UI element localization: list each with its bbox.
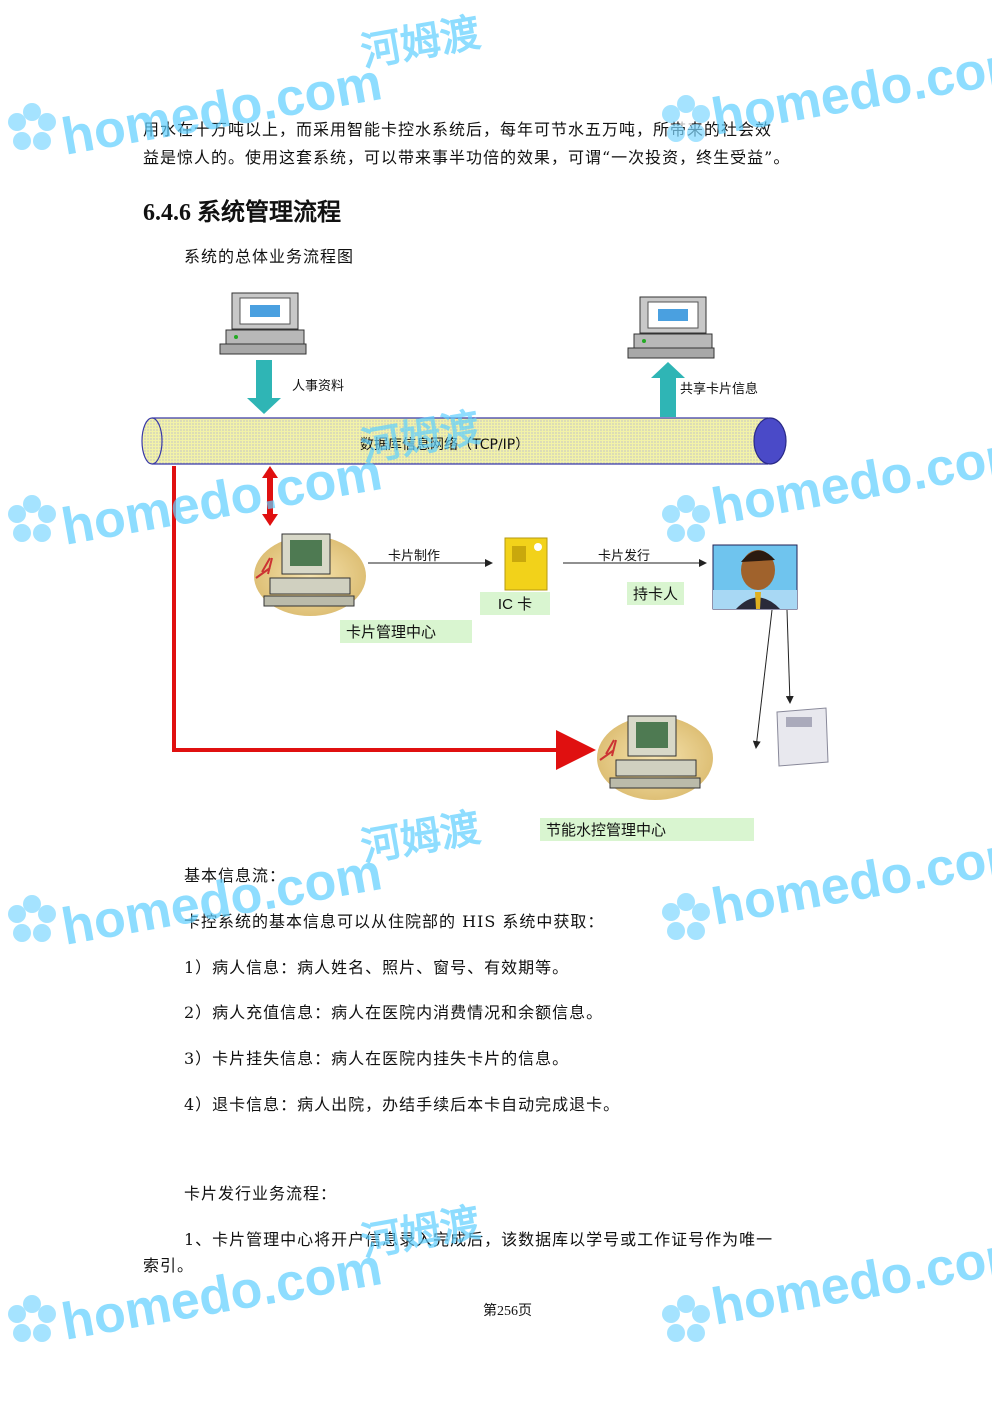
flow-diagram — [141, 292, 829, 800]
share-info-label: 共享卡片信息 — [680, 382, 759, 397]
hr-data-arrow — [247, 360, 281, 414]
flower-icon — [8, 1295, 56, 1342]
info-flow-item: 4）退卡信息：病人出院，办结手续后本卡自动完成退卡。 — [184, 1095, 621, 1114]
share-info-arrow — [651, 362, 685, 417]
water-center-label: 节能水控管理中心 — [540, 818, 754, 841]
network-label: 数据库信息网络（TCP/IP） — [360, 437, 530, 453]
info-flow-title: 基本信息流： — [184, 866, 287, 885]
info-flow-item: 2）病人充值信息：病人在医院内消费情况和余额信息。 — [184, 1003, 604, 1022]
ic-card-icon — [504, 537, 548, 591]
card-issue-label: 卡片发行 — [598, 549, 651, 564]
section-heading: 6.4.6 系统管理流程 — [143, 200, 341, 226]
flower-icon — [662, 893, 710, 940]
water-center-link — [172, 466, 596, 770]
ic-card-label: IC 卡 — [480, 592, 550, 615]
network-tube — [141, 417, 787, 465]
card-holder-label: 持卡人 — [627, 582, 685, 605]
issue-flow-step1-cont: 索引。 — [143, 1256, 195, 1275]
hr-data-label: 人事资料 — [292, 379, 345, 394]
issue-flow-step1: 1、卡片管理中心将开户信息录入完成后，该数据库以学号或工作证号作为唯一 — [184, 1230, 774, 1249]
card-center-computer-icon — [254, 533, 366, 616]
paragraph-line-2: 益是惊人的。使用这套系统，可以带来事半功倍的效果，可谓“一次投资，终生受益”。 — [143, 148, 791, 167]
figure-caption: 系统的总体业务流程图 — [184, 247, 355, 266]
card-holder-icon — [712, 544, 798, 610]
card-center-sync-arrow — [262, 466, 278, 526]
card-center-label: 卡片管理中心 — [340, 620, 472, 643]
info-flow-item: 3）卡片挂失信息：病人在医院内挂失卡片的信息。 — [184, 1049, 570, 1068]
info-flow-intro: 卡控系统的基本信息可以从住院部的 HIS 系统中获取： — [184, 912, 605, 931]
flower-icon — [8, 895, 56, 942]
page-number: 第256页 — [483, 1304, 532, 1319]
issue-flow-title: 卡片发行业务流程： — [184, 1184, 338, 1203]
info-flow-item: 1）病人信息：病人姓名、照片、窗号、有效期等。 — [184, 958, 570, 977]
flower-icon — [662, 1295, 710, 1342]
water-center-computer-icon — [597, 715, 713, 800]
paragraph-line-1: 用水在十万吨以上，而采用智能卡控水系统后，每年可节水五万吨，所带来的社会效 — [143, 120, 773, 139]
water-controller-icon — [776, 707, 829, 767]
hr-computer-icon — [219, 292, 307, 355]
card-make-label: 卡片制作 — [388, 549, 441, 564]
share-computer-icon — [627, 296, 715, 359]
watermark-brand: homedo.com — [57, 1238, 387, 1352]
